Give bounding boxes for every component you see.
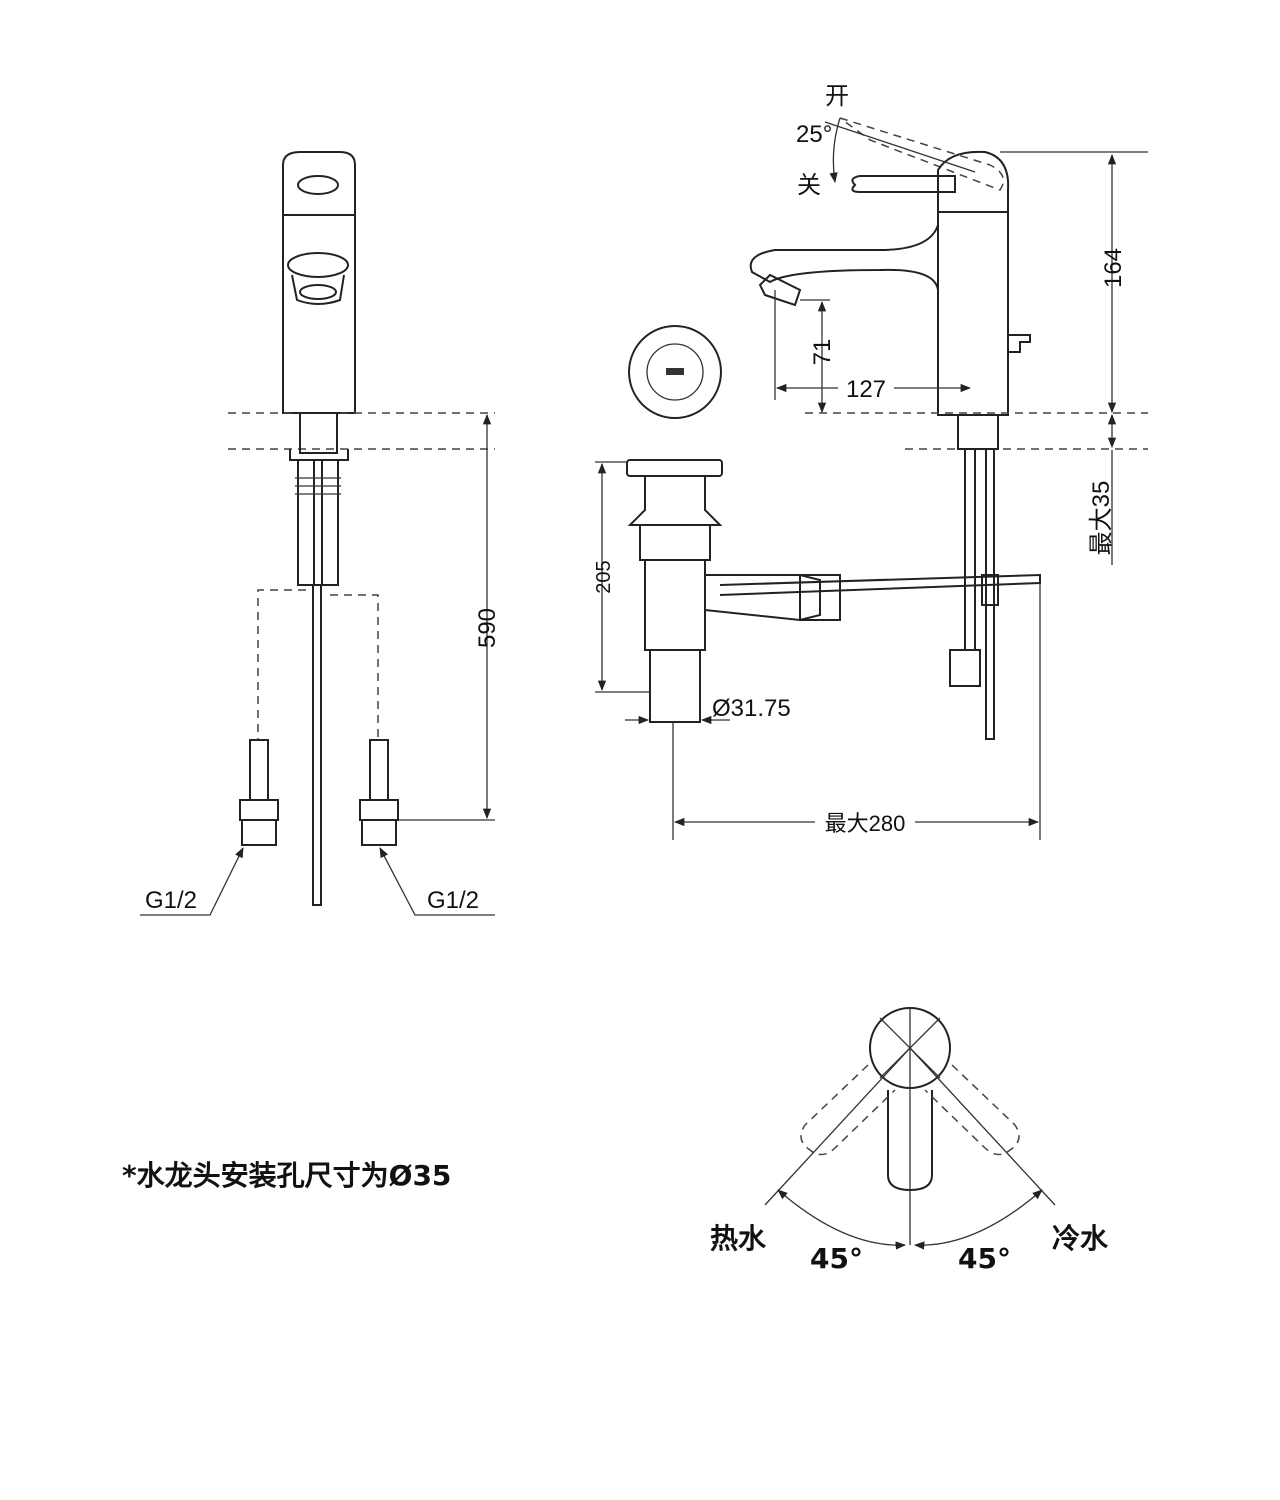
- install-note: *水龙头安装孔尺寸为Ø35: [122, 1159, 451, 1192]
- cold-water-label: 冷水: [1052, 1222, 1109, 1255]
- leader-right: [379, 847, 495, 916]
- angle-25-label: 25°: [796, 121, 832, 148]
- shank: [299, 412, 338, 454]
- handle-cold-position: [924, 1064, 1020, 1156]
- drain-nut: [639, 524, 711, 561]
- angle-arc-right: [913, 1189, 1043, 1250]
- pivot-housing: [704, 574, 821, 622]
- front-view: 590 G1/2 G1/2: [140, 151, 501, 916]
- aerator-top: [287, 252, 349, 278]
- hose-right: [321, 459, 339, 586]
- drain-top-view: [628, 325, 722, 419]
- leader-left: [140, 847, 244, 916]
- shank-side: [957, 414, 999, 450]
- lift-rod-knob: [1008, 334, 1031, 353]
- handle-top-view: 热水 冷水 45° 45°: [710, 1007, 1109, 1275]
- lever-angle-arc: [829, 117, 841, 184]
- lever-cap: [937, 150, 1010, 213]
- mounting-plate: [289, 449, 349, 461]
- lift-rod-side: [985, 448, 995, 740]
- pivot-nut: [799, 574, 841, 621]
- angle-left-label: 45°: [810, 1242, 863, 1275]
- dim-d3175-label: Ø31.75: [712, 695, 791, 722]
- handle-hot-position: [800, 1064, 896, 1156]
- hose-path-left: [257, 589, 306, 740]
- aerator-body: [291, 274, 345, 305]
- spout-aerator: [758, 273, 802, 307]
- faucet-body-side: [937, 211, 1009, 416]
- angle-arc-left: [777, 1189, 907, 1250]
- pop-up-rod: [312, 584, 322, 906]
- dim-590-label: 590: [474, 608, 501, 648]
- drain-stopper: [626, 459, 723, 477]
- tailpiece: [649, 649, 701, 723]
- drain-flange: [627, 476, 723, 526]
- dim-max35-label: 最大35: [1088, 481, 1115, 556]
- pivot-rod: [719, 573, 1041, 596]
- thread-label-left: G1/2: [145, 887, 197, 914]
- dim-max280-label: 最大280: [825, 811, 906, 836]
- connector-right: [361, 819, 397, 846]
- lever-open-position: [839, 117, 1005, 191]
- dim-205-label: 205: [593, 560, 615, 593]
- drain-logo-icon: [666, 368, 684, 375]
- dim-127-label: 127: [846, 376, 886, 403]
- thread-label-right: G1/2: [427, 887, 479, 914]
- spout: [749, 224, 939, 291]
- hot-water-label: 热水: [710, 1222, 767, 1255]
- angle-right-label: 45°: [958, 1242, 1011, 1275]
- open-label: 开: [825, 83, 849, 110]
- hose-nut-side: [949, 649, 981, 687]
- dim-164-label: 164: [1100, 248, 1127, 288]
- indicator-icon: [297, 175, 339, 195]
- connector-left: [241, 819, 277, 846]
- hose-left: [297, 459, 315, 586]
- hose-path-right: [330, 594, 379, 740]
- side-view: 开 25° 关 164 71 127 最大35: [593, 83, 1148, 840]
- dim-71-label: 71: [809, 339, 836, 366]
- aerator-outlet: [299, 284, 337, 300]
- faucet-body-front: [282, 151, 356, 414]
- lever-closed: [851, 175, 956, 193]
- close-label: 关: [797, 172, 821, 199]
- drain-body: [644, 560, 706, 651]
